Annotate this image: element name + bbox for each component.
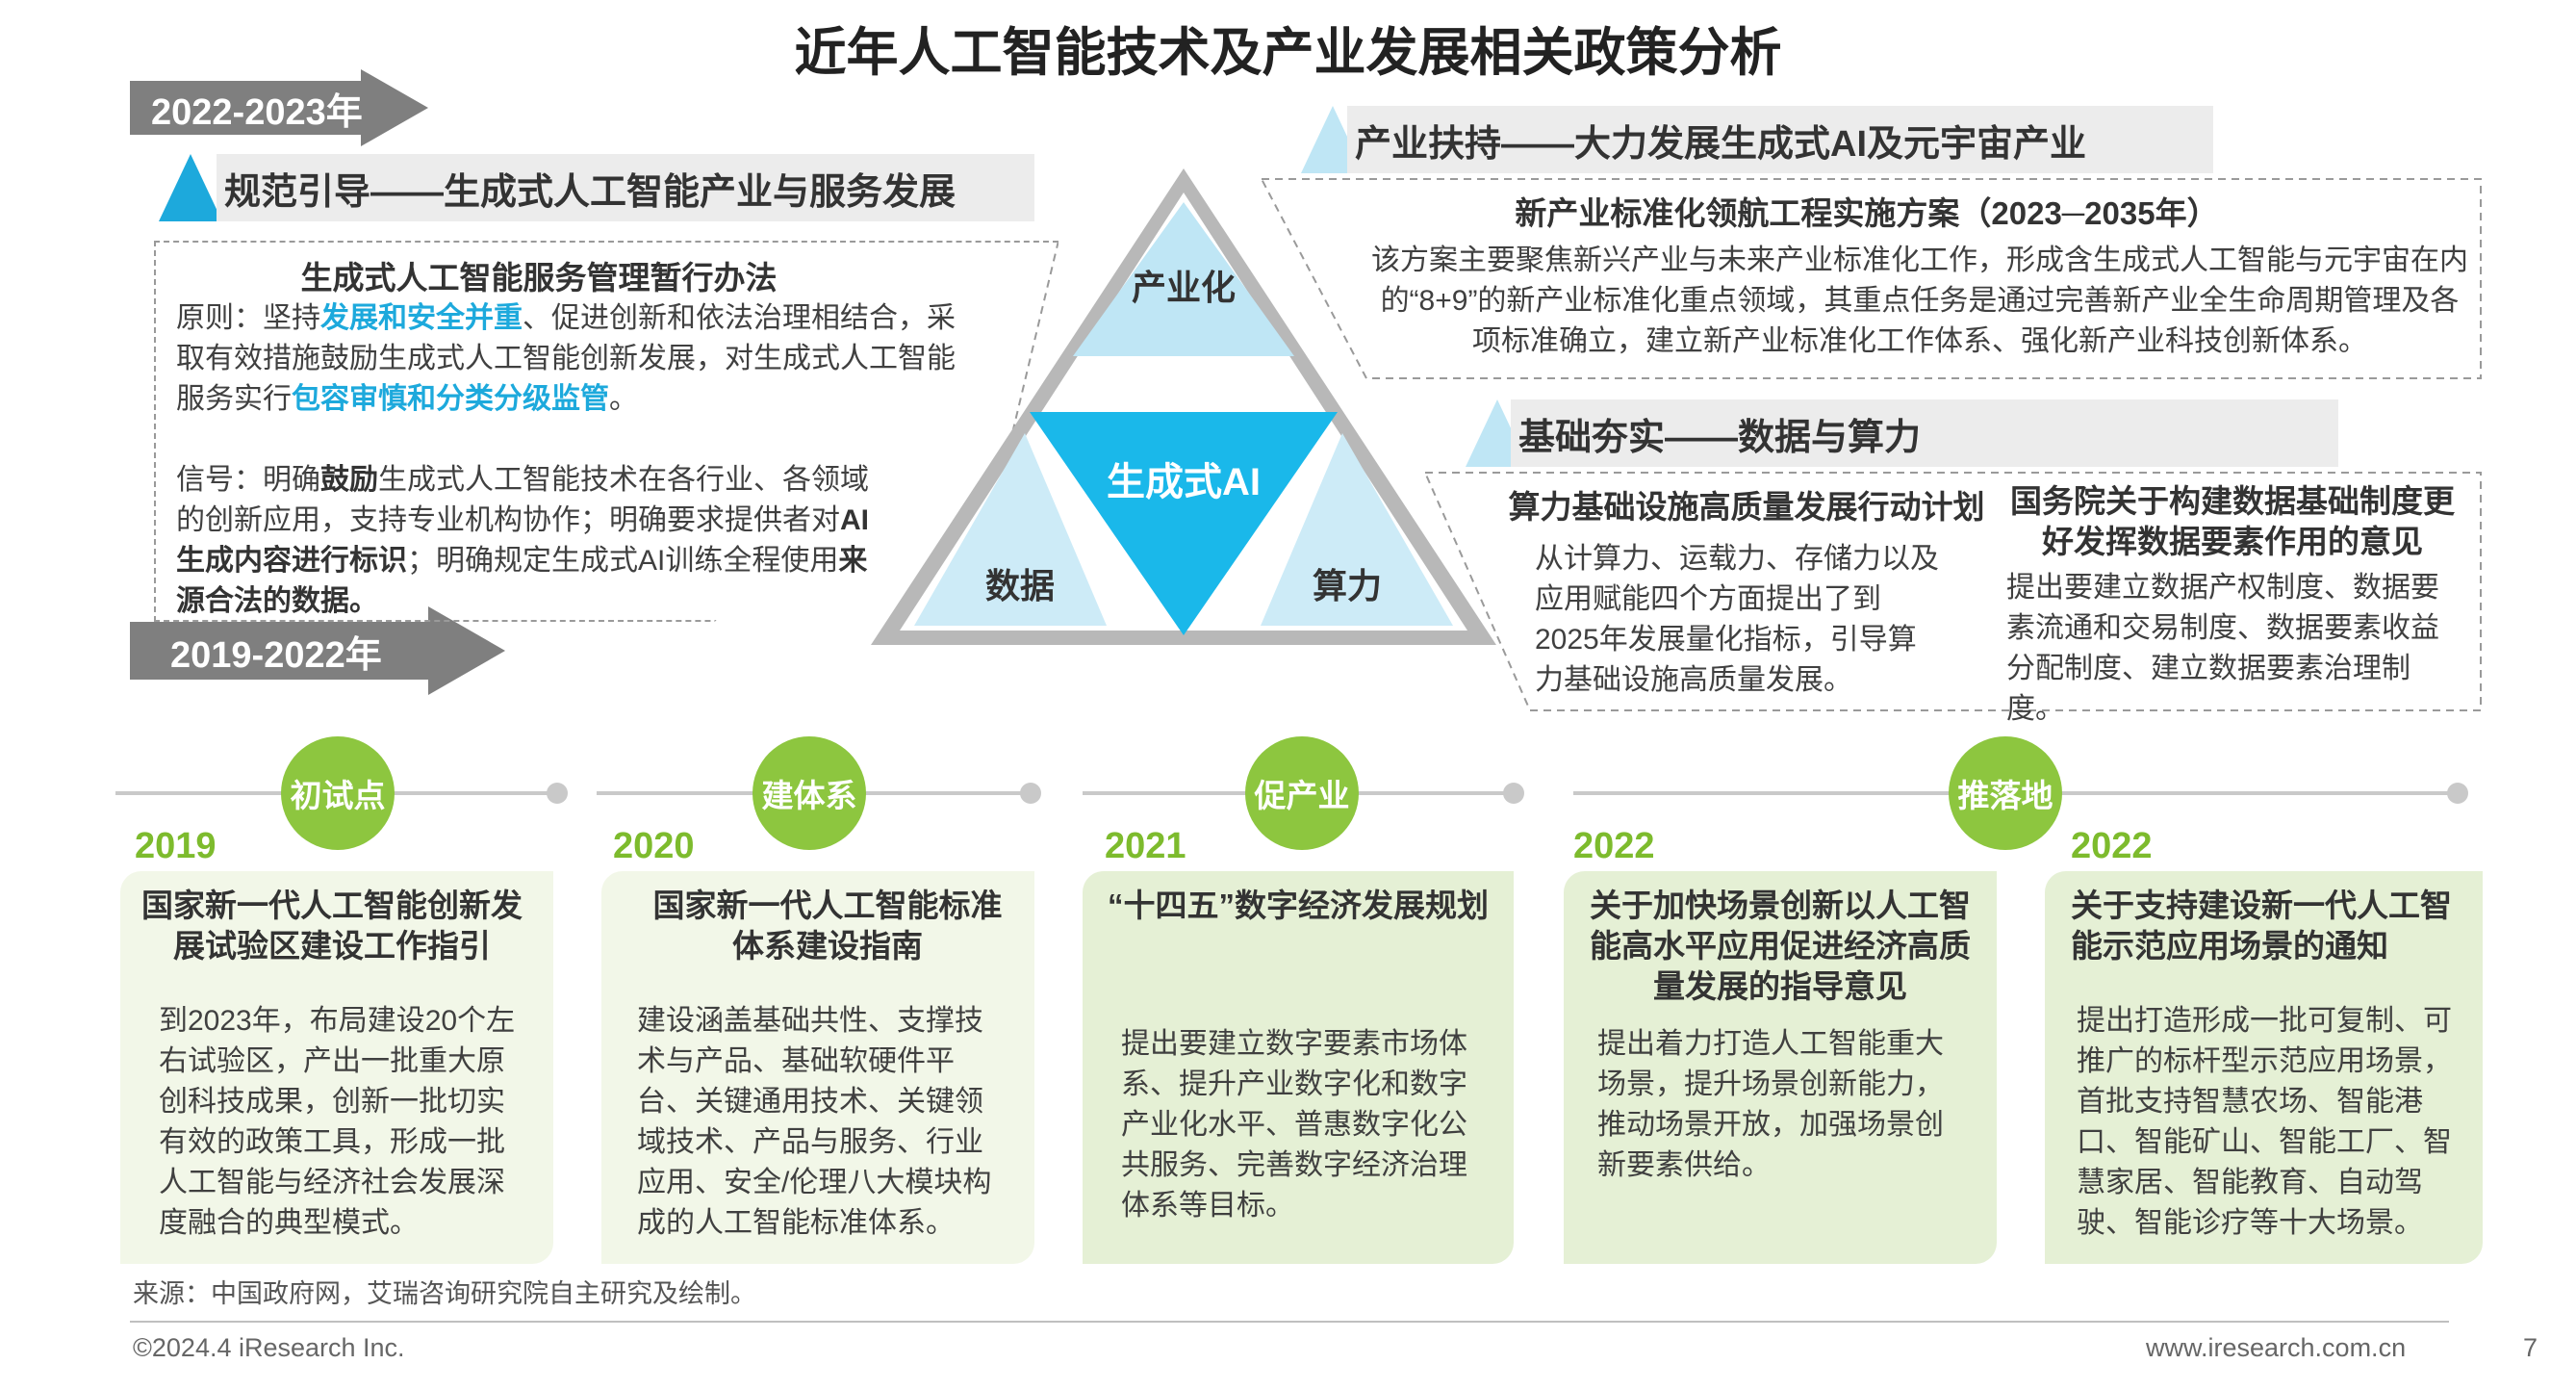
pyramid-right-label: 算力	[1312, 566, 1382, 605]
period-label-recent: 2022-2023年	[151, 91, 363, 133]
card-3-title: “十四五”数字经济发展规划	[1108, 888, 1489, 923]
card-2-title: 国家新一代人工智能标准体系建设指南	[652, 888, 1003, 964]
left-box-title: 生成式人工智能服务管理暂行办法	[300, 260, 778, 296]
right-bottom-col1-title: 算力基础设施高质量发展行动计划	[1508, 489, 1985, 525]
right-top-box-border	[1261, 178, 2482, 379]
pyramid-center-label: 生成式AI	[1107, 461, 1261, 503]
pyramid-diagram: 产业化 生成式AI 数据 算力	[866, 164, 1501, 655]
right-top-heading: 产业扶持——大力发展生成式AI及元宇宙产业	[1347, 106, 2213, 173]
card-5-body: 提出打造形成一批可复制、可推广的标杆型示范应用场景，首批支持智慧农场、智能港口、…	[2077, 1005, 2452, 1239]
signal-p1: 信号：明确	[176, 464, 320, 496]
pyramid-shape-icon	[871, 168, 1496, 645]
badge-industry: 促产业	[1245, 736, 1359, 850]
period-arrow-recent: 2022-2023年	[130, 69, 428, 146]
page-title: 近年人工智能技术及产业发展相关政策分析	[794, 24, 1782, 82]
timeline-dot-4	[2447, 783, 2468, 804]
copyright: ©2024.4 iResearch Inc.	[133, 1333, 405, 1362]
card-1-body: 到2023年，布局建设20个左右试验区，产出一批重大原创科技成果，创新一批切实有…	[159, 1005, 516, 1239]
right-bottom-heading-text: 基础夯实——数据与算力	[1518, 417, 1922, 458]
arrow-shape-icon	[130, 69, 428, 146]
period-arrow-earlier: 2019-2022年	[130, 606, 505, 695]
right-top-box-title: 新产业标准化领航工程实施方案（2023─2035年）	[1515, 195, 2219, 231]
left-triangle-icon	[159, 154, 222, 226]
principle-p1: 原则：坚持	[176, 302, 320, 334]
card-1-year: 2019	[135, 826, 217, 866]
pyramid-top-label: 产业化	[1131, 268, 1236, 307]
left-policy-box	[154, 241, 1058, 622]
card-5-title: 关于支持建设新一代人工智能示范应用场景的通知	[2071, 888, 2452, 964]
badge-system: 建体系	[752, 736, 866, 850]
timeline-dot-1	[547, 783, 568, 804]
principle-p2: 、促进创新和依法治理相结合，采取有效措施鼓励生成式人工智能创新发展，对生成式人工…	[176, 302, 956, 415]
right-bottom-col2-title: 国务院关于构建数据基础制度更好发挥数据要素作用的意见	[2010, 483, 2455, 559]
arrow-shape-icon	[130, 606, 505, 695]
pyramid-left-label: 数据	[984, 566, 1055, 605]
card-4	[1564, 871, 1997, 1264]
footer-divider	[130, 1321, 2449, 1323]
right-bottom-heading: 基础夯实——数据与算力	[1511, 399, 2338, 467]
website: www.iresearch.com.cn	[2146, 1333, 2407, 1362]
principle-highlight-2: 包容审慎和分类分级监管	[292, 383, 609, 415]
right-top-body: 该方案主要聚焦新兴产业与未来产业标准化工作，形成含生成式人工智能与元宇宙在内的“…	[1371, 245, 2468, 357]
signal-p3: ；明确规定生成式AI训练全程使用	[407, 545, 839, 577]
card-2	[601, 871, 1034, 1264]
card-4-body: 提出着力打造人工智能重大场景，提升场景创新能力，推动场景开放，加强场景创新要素供…	[1597, 1028, 1944, 1181]
signal-bold-3: 来源合法的数据。	[176, 545, 868, 617]
timeline-dot-2	[1020, 783, 1041, 804]
card-4-year: 2022	[1573, 826, 1655, 866]
left-principle-text: 原则：坚持发展和安全并重、促进创新和依法治理相结合，采取有效措施鼓励生成式人工智…	[176, 298, 975, 420]
card-4-title: 关于加快场景创新以人工智能高水平应用促进经济高质量发展的指导意见	[1590, 888, 1971, 1004]
period-label-earlier: 2019-2022年	[170, 634, 382, 676]
timeline-dot-3	[1503, 783, 1524, 804]
signal-bold-1: 鼓励	[320, 464, 378, 496]
card-3	[1083, 871, 1514, 1264]
badge-deploy: 推落地	[1949, 736, 2062, 850]
card-3-body: 提出要建立数字要素市场体系、提升产业数字化和数字产业化水平、普惠数字化公共服务、…	[1121, 1028, 1467, 1222]
signal-p2: 生成式人工智能技术在各行业、各领域的创新应用，支持专业机构协作；明确要求提供者对	[176, 464, 869, 536]
card-2-body: 建设涵盖基础共性、支撑技术与产品、基础软硬件平台、关键通用技术、关键领域技术、产…	[637, 1005, 992, 1239]
badge-pilot: 初试点	[281, 736, 395, 850]
card-2-year: 2020	[613, 826, 695, 866]
source-note: 来源：中国政府网，艾瑞咨询研究院自主研究及绘制。	[133, 1279, 756, 1308]
card-3-year: 2021	[1105, 826, 1186, 866]
right-bottom-box-border	[1424, 472, 2482, 711]
right-bottom-col2-body: 提出要建立数据产权制度、数据要素流通和交易制度、数据要素收益分配制度、建立数据要…	[2006, 572, 2439, 725]
right-bottom-col1-body: 从计算力、运载力、存储力以及应用赋能四个方面提出了到2025年发展量化指标，引导…	[1535, 543, 1939, 696]
principle-highlight-1: 发展和安全并重	[320, 302, 523, 334]
left-signal-text: 信号：明确鼓励生成式人工智能技术在各行业、各领域的创新应用，支持专业机构协作；明…	[176, 460, 888, 622]
card-5-year: 2022	[2071, 826, 2153, 866]
principle-p3: 。	[609, 383, 638, 415]
left-section-heading-text: 规范引导——生成式人工智能产业与服务发展	[224, 171, 956, 213]
card-1	[120, 871, 553, 1264]
card-5	[2045, 871, 2483, 1264]
signal-bold-2: AI生成内容进行标识	[176, 504, 869, 577]
card-1-title: 国家新一代人工智能创新发展试验区建设工作指引	[141, 888, 523, 964]
left-section-heading: 规范引导——生成式人工智能产业与服务发展	[217, 154, 1034, 221]
page-number: 7	[2523, 1333, 2538, 1362]
right-top-heading-text: 产业扶持——大力发展生成式AI及元宇宙产业	[1355, 123, 2087, 165]
